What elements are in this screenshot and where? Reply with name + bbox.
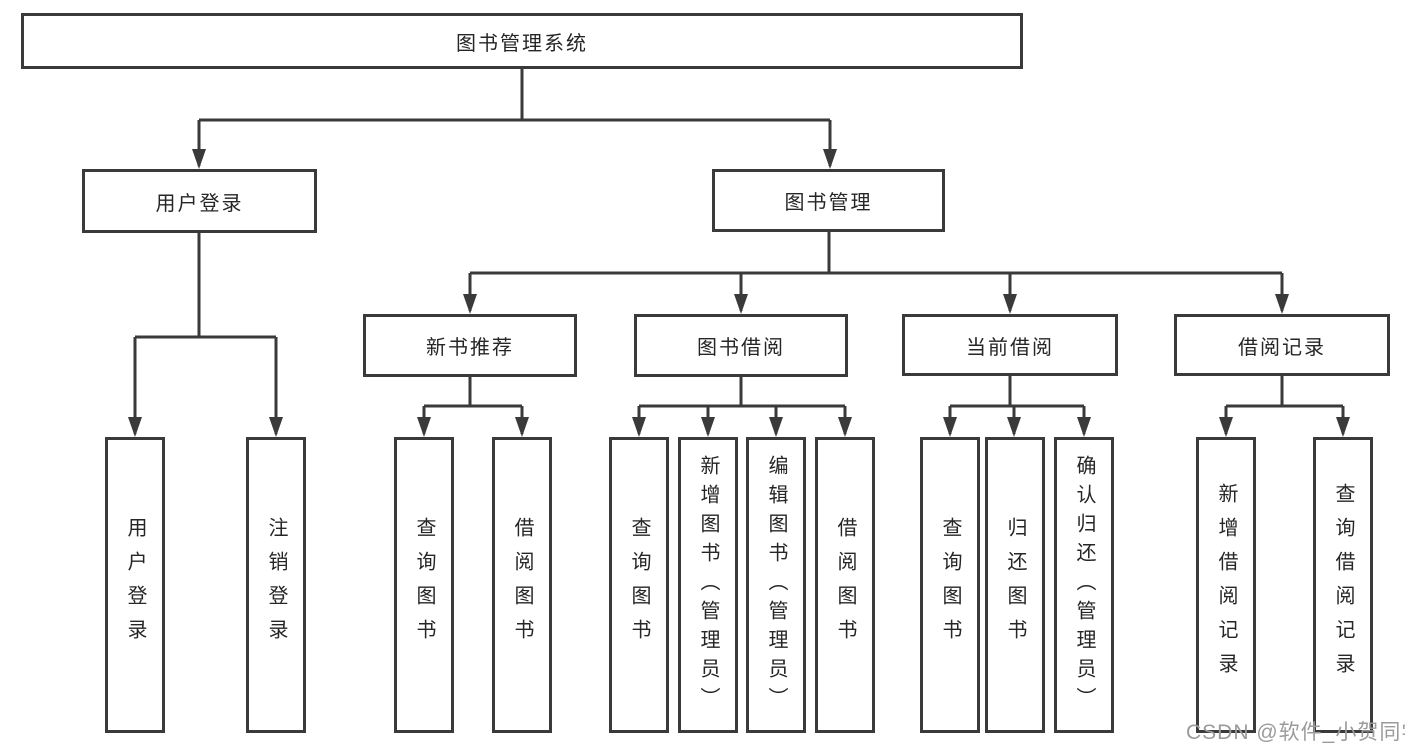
csdn-watermark: CSDN @软件_小贺同学 (1186, 721, 1405, 744)
connector-shafts (133, 69, 1345, 434)
leaf-logout: 注销登录 (246, 437, 306, 733)
leaf-add-borrow-record: 新增借阅记录 (1196, 437, 1256, 733)
leaf-confirm-return-admin: 确认归还（管理员） (1054, 437, 1114, 733)
node-library-management-system: 图书管理系统 (21, 13, 1023, 69)
leaf-add-books-admin: 新增图书（管理员） (678, 437, 738, 733)
node-new-book-recommend: 新书推荐 (363, 314, 577, 377)
node-borrow-records: 借阅记录 (1174, 314, 1390, 376)
leaf-query-books-recommend: 查询图书 (394, 437, 454, 733)
node-current-borrowing: 当前借阅 (902, 314, 1118, 376)
leaf-user-login: 用户登录 (105, 437, 165, 733)
leaf-borrow-books-borrowing: 借阅图书 (815, 437, 875, 733)
leaf-borrow-books-recommend: 借阅图书 (492, 437, 552, 733)
leaf-query-books-current: 查询图书 (920, 437, 980, 733)
node-book-management: 图书管理 (712, 169, 945, 232)
node-user-login: 用户登录 (82, 169, 317, 233)
leaf-query-borrow-record: 查询借阅记录 (1313, 437, 1373, 733)
leaf-edit-books-admin: 编辑图书（管理员） (746, 437, 806, 733)
node-book-borrowing: 图书借阅 (634, 314, 848, 377)
leaf-return-books: 归还图书 (985, 437, 1045, 733)
leaf-query-books-borrowing: 查询图书 (609, 437, 669, 733)
